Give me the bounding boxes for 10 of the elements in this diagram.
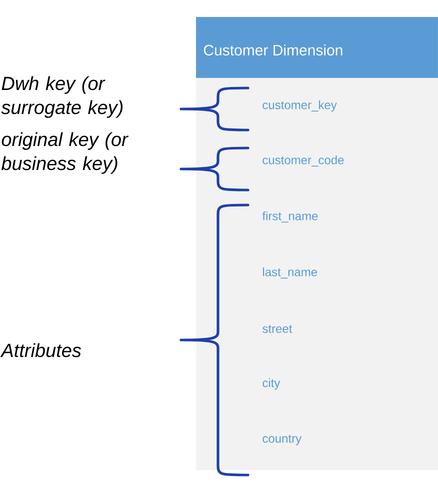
annotation-text: Dwh key (or surrogate key) [1,76,123,118]
field-name: country [262,434,302,446]
annotation-text: Attributes [0,343,82,358]
field-name: customer_key [262,100,337,112]
field-name: last_name [263,267,317,279]
field-name: first_name [262,211,318,223]
annotation-text: original key (or business key) [1,132,128,174]
field-name: street [262,325,292,333]
field-name: customer_code [262,155,344,167]
field-name: city [262,378,280,390]
